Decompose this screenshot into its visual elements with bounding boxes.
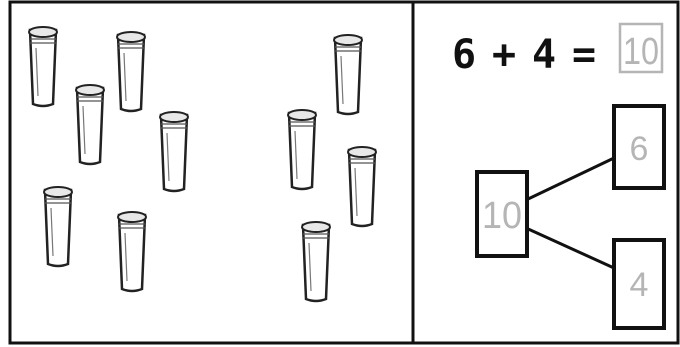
bond-connector-bottom bbox=[526, 228, 614, 268]
addend-2: 4 bbox=[532, 32, 556, 78]
equals-sign: = bbox=[572, 32, 596, 78]
equation: 6 + 4 = 10 bbox=[452, 24, 662, 78]
glass-icon bbox=[118, 212, 146, 291]
glass-icon bbox=[117, 32, 145, 111]
glass-icon bbox=[302, 222, 330, 301]
glass-icon bbox=[160, 112, 188, 191]
bond-part-2-value: 4 bbox=[630, 266, 649, 304]
glasses-left-group bbox=[29, 27, 188, 291]
glass-icon bbox=[44, 187, 72, 266]
bond-whole-value: 10 bbox=[482, 195, 522, 237]
number-bond: 10 6 4 bbox=[477, 106, 664, 328]
addend-1: 6 bbox=[452, 32, 476, 78]
glass-icon bbox=[334, 35, 362, 114]
glass-icon bbox=[348, 147, 376, 226]
bond-connector-top bbox=[526, 158, 614, 200]
glass-icon bbox=[288, 110, 316, 189]
glass-icon bbox=[29, 27, 57, 106]
glass-icon bbox=[76, 85, 104, 164]
plus-sign: + bbox=[492, 32, 516, 78]
bond-part-1-value: 6 bbox=[630, 130, 649, 168]
glasses-right-group bbox=[288, 35, 376, 301]
answer-value: 10 bbox=[623, 31, 659, 73]
